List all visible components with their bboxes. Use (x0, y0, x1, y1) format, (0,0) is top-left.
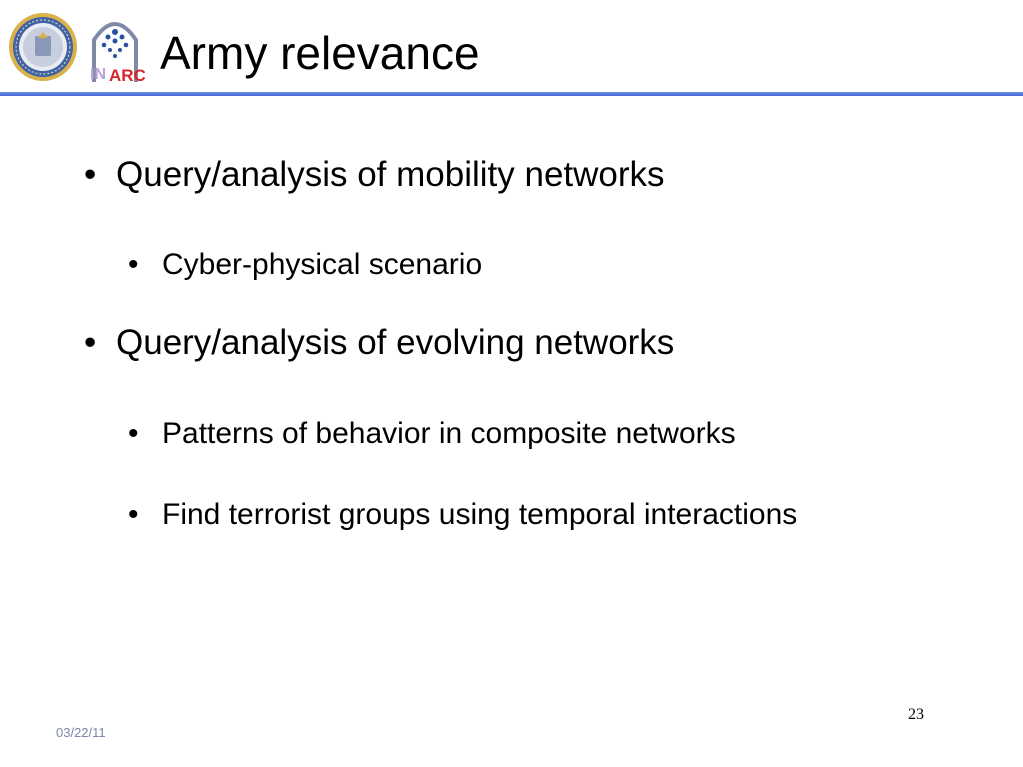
bullet-item-level1: • Query/analysis of mobility networks (84, 155, 665, 195)
university-seal-icon (9, 13, 77, 81)
footer-date: 03/22/11 (56, 725, 106, 740)
bullet-item-level2: • Find terrorist groups using temporal i… (128, 497, 797, 533)
title-divider (0, 92, 1023, 96)
bullet-dot: • (128, 417, 139, 450)
page-number: 23 (908, 706, 924, 723)
bullet-item-level2: • Patterns of behavior in composite netw… (128, 416, 736, 452)
bullet-item-level2: • Cyber-physical scenario (128, 247, 482, 283)
bullet-dot: • (84, 323, 97, 362)
bullet-text: Find terrorist groups using temporal int… (162, 498, 798, 531)
inarc-logo-arc-text: ARC (109, 66, 146, 85)
inarc-logo-in-text: IN (90, 66, 106, 83)
inarc-logo-icon: IN ARC (90, 22, 146, 85)
bullet-dot: • (128, 248, 139, 281)
bullet-text: Patterns of behavior in composite networ… (162, 417, 736, 450)
bullet-dot: • (84, 155, 97, 194)
bullet-text: Cyber-physical scenario (162, 248, 483, 281)
bullet-dot: • (128, 498, 139, 531)
bullet-text: Query/analysis of mobility networks (116, 155, 665, 194)
slide-title: Army relevance (160, 27, 480, 79)
bullet-item-level1: • Query/analysis of evolving networks (84, 323, 674, 363)
bullet-text: Query/analysis of evolving networks (116, 323, 675, 362)
